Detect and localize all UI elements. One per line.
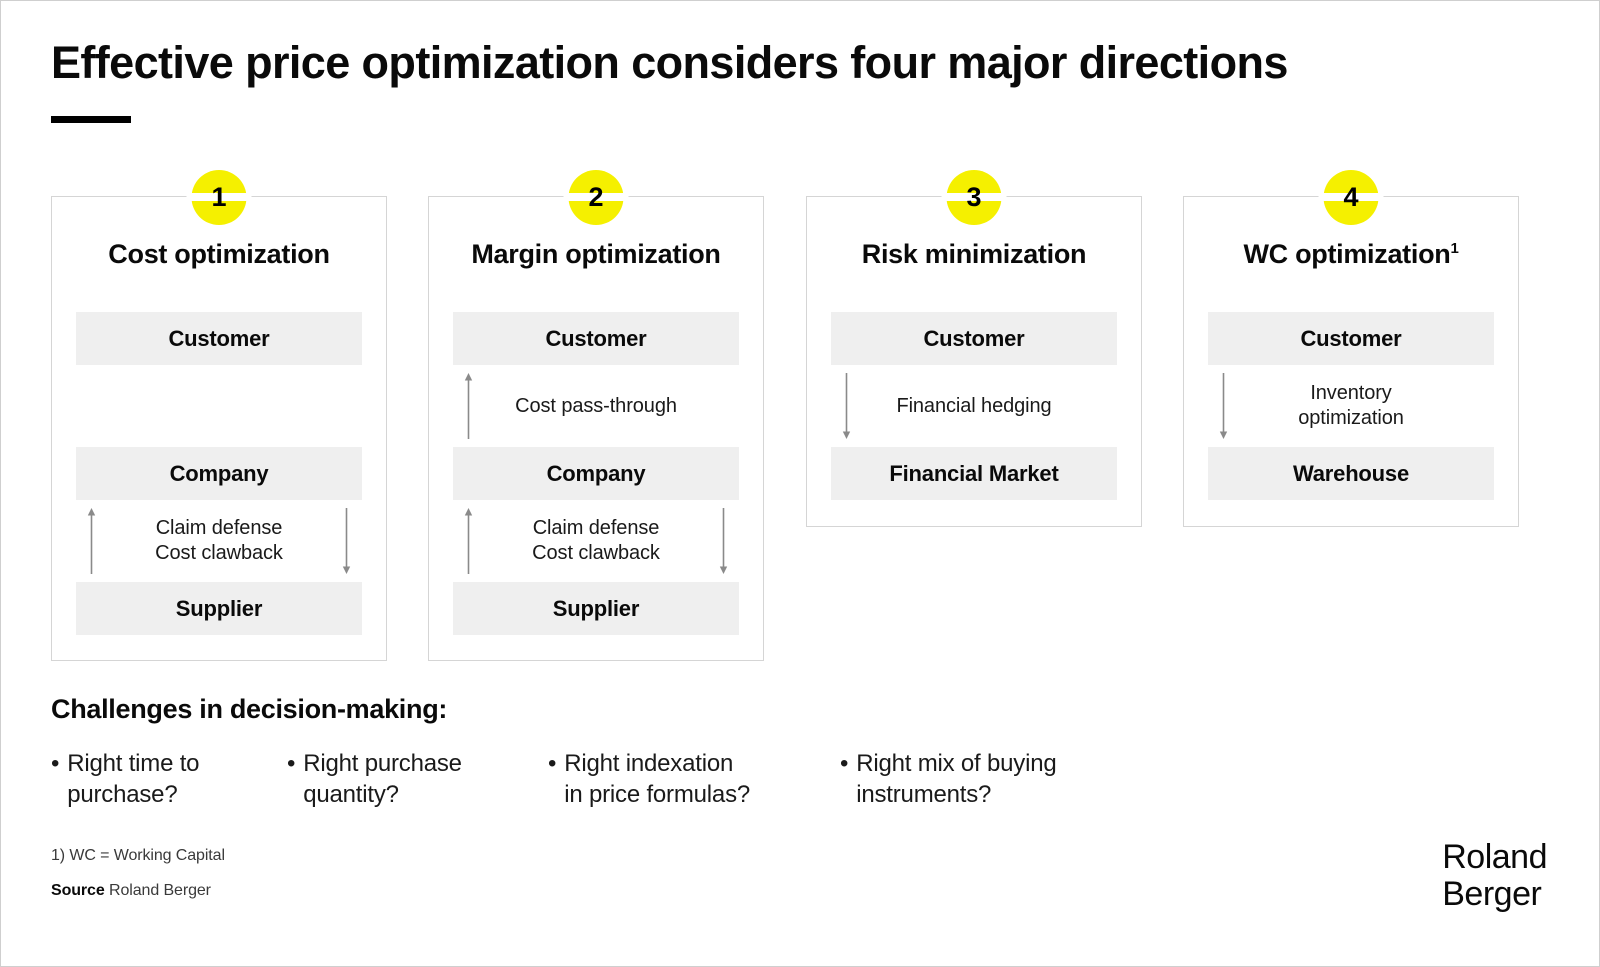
flow-connector-empty [76,365,362,447]
card-title-footnote-marker: 1 [1450,240,1459,257]
challenge-line1: Right mix of buying [856,750,1057,777]
logo-line-2: Berger [1442,874,1542,913]
challenge-line2: quantity? [303,780,399,808]
card-title-text: Risk minimization [861,239,1087,269]
flow-stack: Customer Company Claim defense Cost cl [76,312,362,635]
bullet-icon: • [51,750,60,777]
flow-node-customer: Customer [1208,312,1494,365]
card-risk-minimization[interactable]: 3 Risk minimization Customer Financial h… [806,170,1142,527]
source-label: Source [51,882,105,899]
flow-node-financial-market: Financial Market [831,447,1117,500]
connector-label: Cost pass-through [515,394,677,417]
connector-label: Inventory optimization [1264,381,1438,431]
flow-node-customer: Customer [453,312,739,365]
source-value: Roland Berger [109,882,211,899]
challenge-text: Right mix of buying instruments? [856,749,1056,810]
flow-node-supplier: Supplier [76,582,362,635]
card-number-badge: 1 [186,170,252,225]
challenge-text: Right indexation in price formulas? [564,749,750,810]
card-title-text: Margin optimization [471,239,721,269]
challenge-text: Right purchase quantity? [303,749,462,810]
card-title: Cost optimization [52,239,386,270]
flow-stack: Customer Cost pass-through Company [453,312,739,635]
bullet-icon: • [548,750,557,777]
card-wc-optimization[interactable]: 4 WC optimization1 Customer Inventory op [1183,170,1519,527]
arrow-down-icon [1218,373,1229,439]
flow-connector-cost-pass-through: Cost pass-through [453,365,739,447]
flow-node-customer: Customer [831,312,1117,365]
connector-label: Financial hedging [896,394,1052,417]
card-cost-optimization[interactable]: 1 Cost optimization Customer Company [51,170,387,661]
challenge-item: • Right indexation in price formulas? [548,749,818,810]
challenge-text: Right time to purchase? [67,749,199,810]
flow-node-company: Company [76,447,362,500]
bullet-icon: • [840,750,849,777]
challenge-line1: Right time to [67,750,200,777]
card-title: Risk minimization [807,239,1141,270]
flow-connector-claim-defense: Claim defense Cost clawback [76,500,362,582]
directions-card-row: 1 Cost optimization Customer Company [1,170,1599,676]
card-number-badge: 2 [563,170,629,225]
title-underline-rule [51,116,131,123]
connector-label: Claim defense Cost clawback [121,516,317,566]
challenges-list: • Right time to purchase? • Right purcha… [51,749,1391,829]
arrow-up-icon [86,508,97,574]
source-line: Source Roland Berger [51,882,211,900]
arrow-down-icon [841,373,852,439]
arrow-down-icon [341,508,352,574]
challenges-heading: Challenges in decision-making: [51,694,448,724]
connector-label-line1: Inventory [1310,382,1392,404]
challenge-line1: Right purchase [303,750,462,777]
card-margin-optimization[interactable]: 2 Margin optimization Customer Cost pass… [428,170,764,661]
arrow-up-icon [463,373,474,439]
arrow-down-icon [718,508,729,574]
challenge-line1: Right indexation [564,750,734,777]
card-number-badge: 3 [941,170,1007,225]
page-title: Effective price optimization considers f… [51,37,1288,88]
challenge-line2: instruments? [856,780,992,808]
roland-berger-logo: Roland Berger [1442,839,1547,912]
flow-connector-claim-defense: Claim defense Cost clawback [453,500,739,582]
challenge-item: • Right mix of buying instruments? [840,749,1120,810]
card-title-text: WC optimization [1243,239,1451,269]
flow-node-company: Company [453,447,739,500]
connector-label: Claim defense Cost clawback [498,516,694,566]
footnote: 1) WC = Working Capital [51,847,225,864]
challenge-line2: purchase? [67,780,178,808]
flow-node-warehouse: Warehouse [1208,447,1494,500]
card-number-badge: 4 [1318,170,1384,225]
connector-label-line2: Cost clawback [532,542,660,564]
flow-connector-inventory-optimization: Inventory optimization [1208,365,1494,447]
flow-node-customer: Customer [76,312,362,365]
flow-node-supplier: Supplier [453,582,739,635]
bullet-icon: • [287,750,296,777]
connector-label-line2: Cost clawback [155,542,283,564]
card-title: WC optimization1 [1184,239,1518,270]
challenge-line2: in price formulas? [564,780,751,808]
challenge-item: • Right purchase quantity? [287,749,537,810]
connector-label-line1: Claim defense [532,517,660,539]
flow-connector-financial-hedging: Financial hedging [831,365,1117,447]
arrow-up-icon [463,508,474,574]
connector-label-line1: Claim defense [155,517,283,539]
challenge-item: • Right time to purchase? [51,749,281,810]
card-title: Margin optimization [429,239,763,270]
flow-stack: Customer Financial hedging Financial Mar… [831,312,1117,500]
connector-label-line2: optimization [1298,407,1404,429]
flow-stack: Customer Inventory optimization Warehous… [1208,312,1494,500]
card-title-text: Cost optimization [108,239,330,269]
logo-line-1: Roland [1442,838,1547,876]
